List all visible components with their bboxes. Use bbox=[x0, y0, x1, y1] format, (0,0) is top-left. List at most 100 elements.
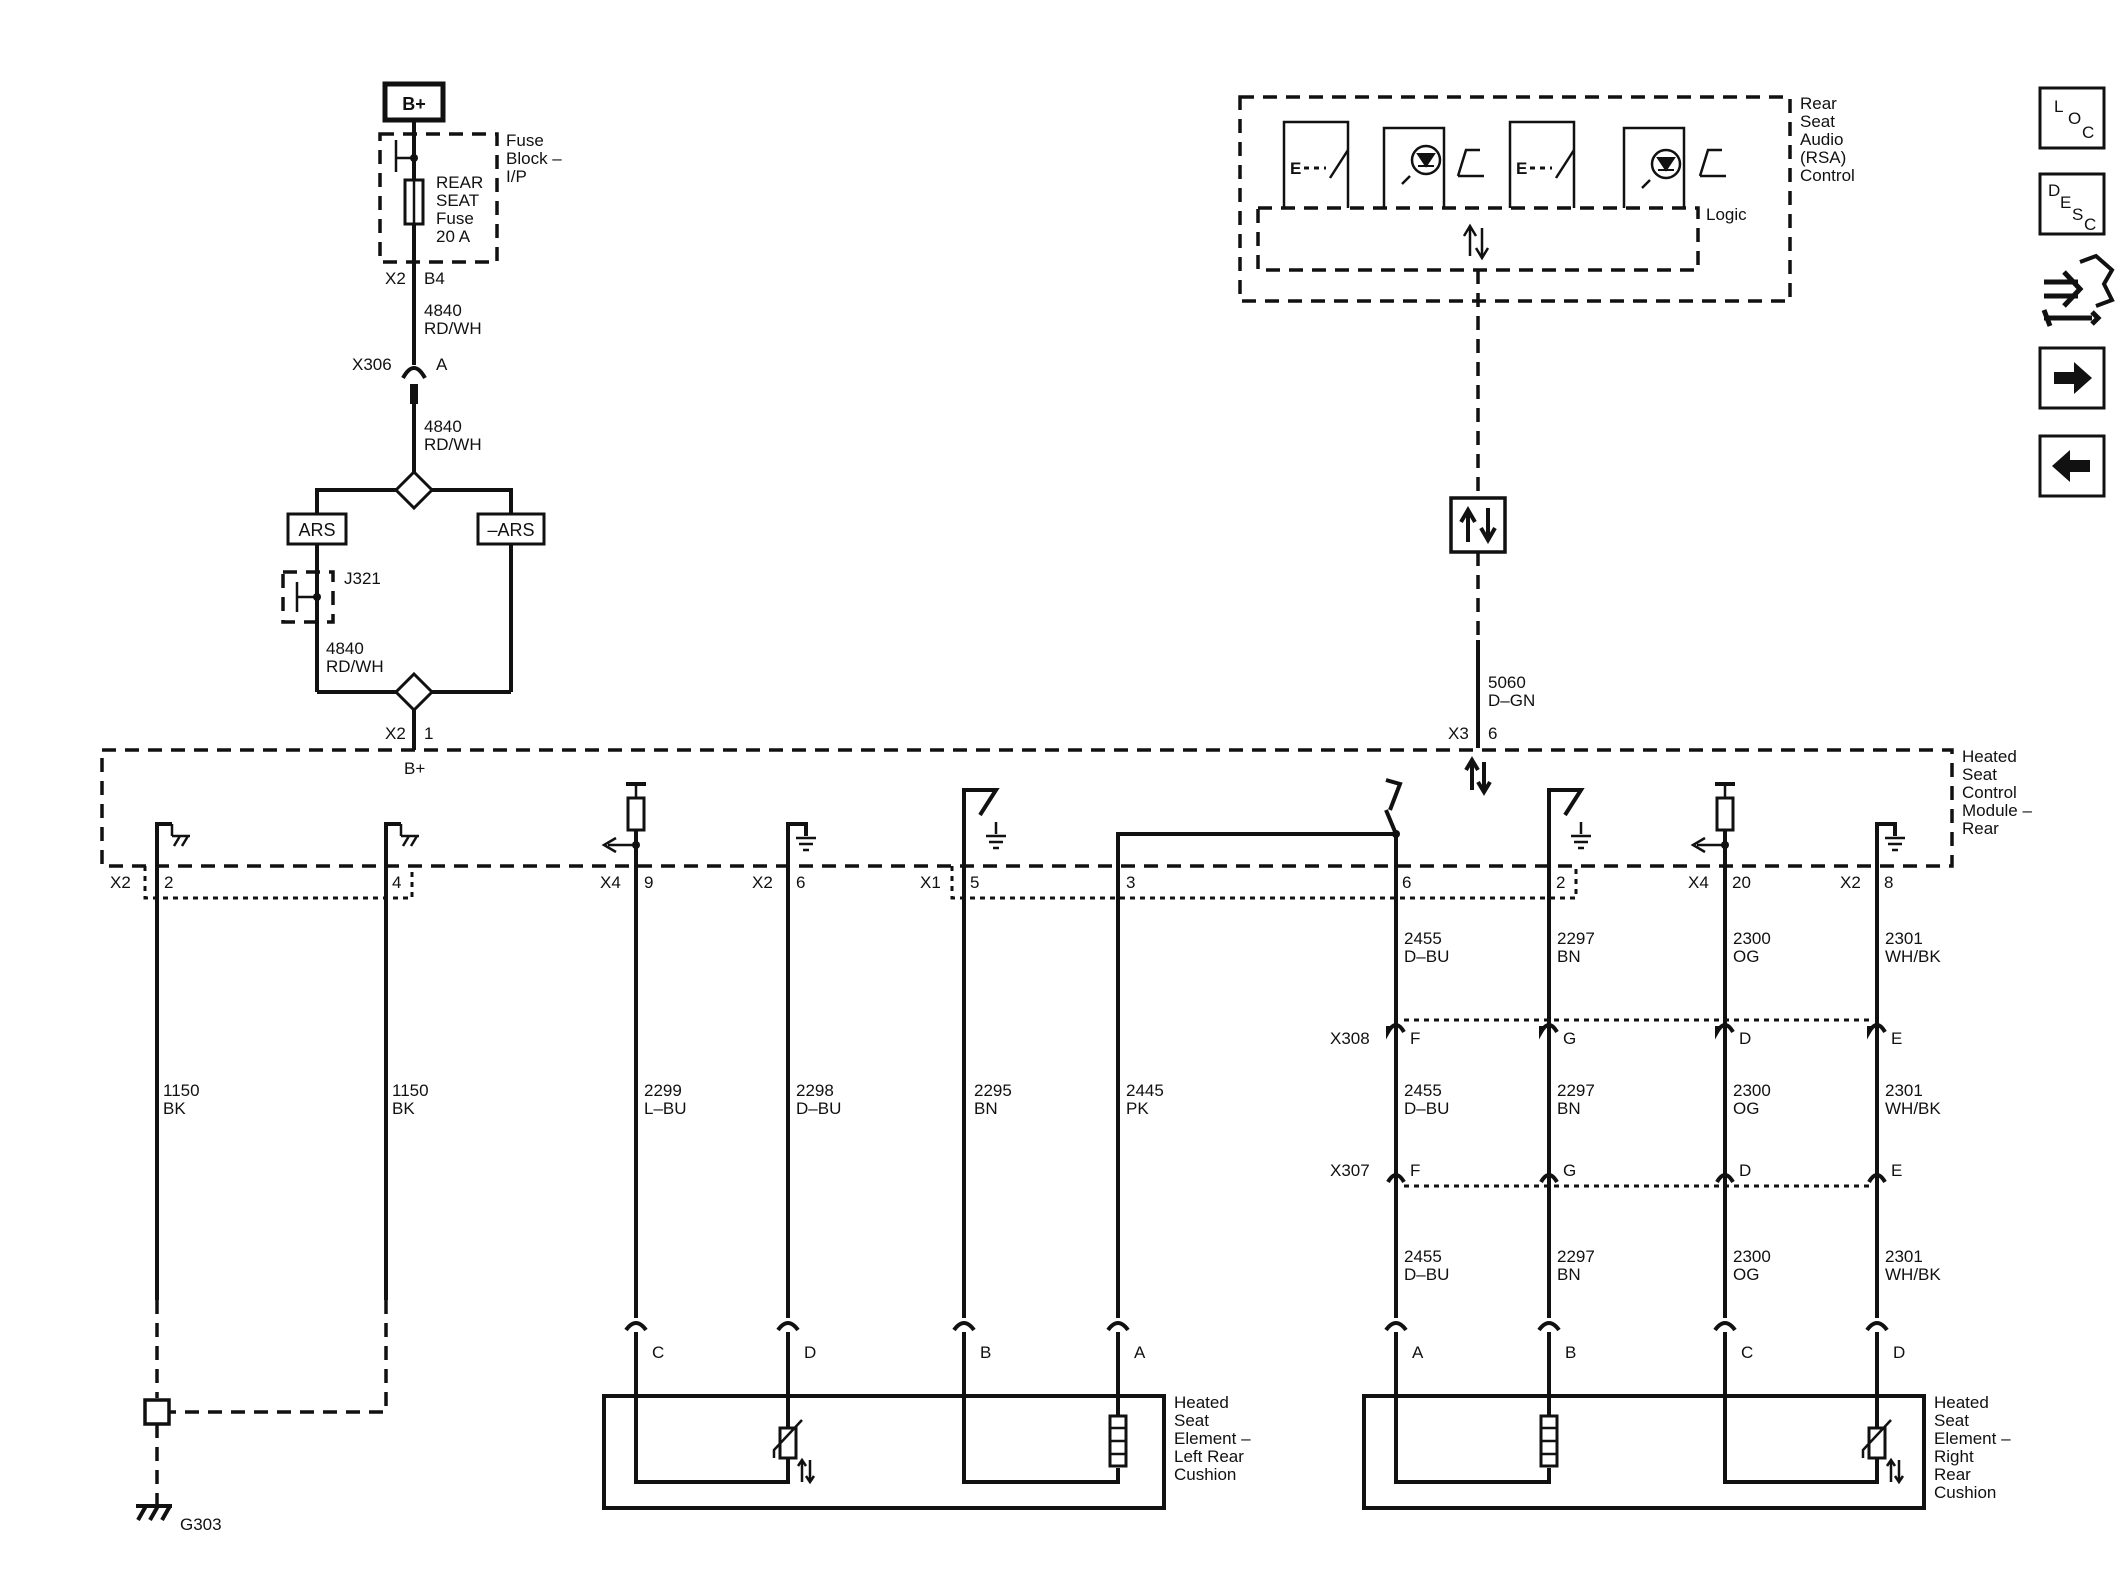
fuse-label-1: REAR bbox=[436, 173, 483, 192]
rsa-label-1: Rear bbox=[1800, 94, 1837, 113]
right-element-box bbox=[1362, 1394, 1926, 1510]
module-pin-labels: X2 2 4 X4 9 X2 6 X1 5 3 6 2 X4 20 X2 8 bbox=[110, 866, 1893, 900]
x307-pin-g: G bbox=[1563, 1161, 1576, 1180]
ground-icon-2 bbox=[986, 822, 1006, 850]
g303-label: G303 bbox=[180, 1515, 222, 1534]
fuse-block-label-2: Block – bbox=[506, 149, 562, 168]
pin-4-num: 6 bbox=[796, 873, 805, 892]
pin-3-num: 9 bbox=[644, 873, 653, 892]
right-thermistor bbox=[1867, 1426, 1887, 1460]
desc-letter-s: S bbox=[2072, 205, 2083, 224]
wire-5060-num: 5060 bbox=[1488, 673, 1526, 692]
left-thermistor bbox=[778, 1426, 798, 1460]
wire-2301-color-a: WH/BK bbox=[1885, 947, 1941, 966]
left-pin-a: A bbox=[1134, 1343, 1146, 1362]
desc-letter-c: C bbox=[2084, 215, 2096, 234]
splice-pin1-label: 1 bbox=[424, 724, 433, 743]
left-element-box bbox=[602, 1394, 1166, 1510]
module-label-3: Control bbox=[1962, 783, 2017, 802]
pin-6-num: 3 bbox=[1126, 873, 1135, 892]
module-x3-label: X3 bbox=[1448, 724, 1469, 743]
chassis-ground-icon-1 bbox=[172, 834, 190, 847]
x307-pin-e: E bbox=[1891, 1161, 1902, 1180]
wire-2300-num-a: 2300 bbox=[1733, 929, 1771, 948]
x307-pin-f: F bbox=[1410, 1161, 1420, 1180]
ars-label: ARS bbox=[298, 520, 335, 540]
wire-2295-color: BN bbox=[974, 1099, 998, 1118]
rsa-serial-data-icon bbox=[1462, 223, 1490, 261]
rsa-control-box bbox=[1238, 95, 1792, 303]
fuse-label-3: Fuse bbox=[436, 209, 474, 228]
rsa-switch-2: E bbox=[1508, 120, 1576, 208]
j321-box bbox=[281, 570, 335, 624]
j321-label: J321 bbox=[344, 569, 381, 588]
left-element-label-1: Heated bbox=[1174, 1393, 1229, 1412]
svg-text:E: E bbox=[1290, 159, 1301, 178]
desc-letter-e: E bbox=[2060, 193, 2071, 212]
wire-2297-color-c: BN bbox=[1557, 1265, 1581, 1284]
heated-seat-control-module: Heated Seat Control Module – Rear bbox=[100, 747, 2032, 868]
fuse-block-label-3: I/P bbox=[506, 167, 527, 186]
wire-4840-num-a: 4840 bbox=[424, 301, 462, 320]
pin-10-num: 8 bbox=[1884, 873, 1893, 892]
desc-icon[interactable]: D E S C bbox=[2038, 172, 2106, 236]
wire-2301-num-c: 2301 bbox=[1885, 1247, 1923, 1266]
chassis-ground-icon-2 bbox=[401, 834, 419, 847]
wire-2455-num-c: 2455 bbox=[1404, 1247, 1442, 1266]
wire-2300-color-b: OG bbox=[1733, 1099, 1759, 1118]
wire-2455-color-b: D–BU bbox=[1404, 1099, 1449, 1118]
serial-data-symbol bbox=[1449, 496, 1507, 554]
wire-2298-color: D–BU bbox=[796, 1099, 841, 1118]
wire-2297-color-b: BN bbox=[1557, 1099, 1581, 1118]
x306-pin: A bbox=[436, 355, 448, 374]
right-element-label-6: Cushion bbox=[1934, 1483, 1996, 1502]
module-label-2: Seat bbox=[1962, 765, 1997, 784]
rsa-label-5: Control bbox=[1800, 166, 1855, 185]
wire-2297-num-a: 2297 bbox=[1557, 929, 1595, 948]
signal-arrow-2 bbox=[1690, 836, 1725, 854]
x308-pin-g: G bbox=[1563, 1029, 1576, 1048]
g303-ground-icon bbox=[136, 1504, 172, 1521]
wire-2299-num: 2299 bbox=[644, 1081, 682, 1100]
loc-letter-o: O bbox=[2068, 109, 2081, 128]
left-element-label-2: Seat bbox=[1174, 1411, 1209, 1430]
module-x3-pin: 6 bbox=[1488, 724, 1497, 743]
right-element-label-4: Right bbox=[1934, 1447, 1974, 1466]
fuse-block-pin: B4 bbox=[424, 269, 445, 288]
not-ars-box bbox=[476, 512, 546, 546]
wire-2455-color-a: D–BU bbox=[1404, 947, 1449, 966]
right-pin-d: D bbox=[1893, 1343, 1905, 1362]
bplus-label: B+ bbox=[402, 94, 426, 114]
wire-4840-color-b: RD/WH bbox=[424, 435, 482, 454]
desc-letter-d: D bbox=[2048, 181, 2060, 200]
module-label-1: Heated bbox=[1962, 747, 2017, 766]
pin-5-conn: X1 bbox=[920, 873, 941, 892]
pin-8-num: 2 bbox=[1556, 873, 1565, 892]
x308-pin-f: F bbox=[1410, 1029, 1420, 1048]
pin-5-num: 5 bbox=[970, 873, 979, 892]
splice-x2-label: X2 bbox=[385, 724, 406, 743]
arrow-left-icon[interactable] bbox=[2038, 434, 2106, 498]
loc-icon[interactable]: L O C bbox=[2038, 86, 2106, 150]
wire-2455-num-a: 2455 bbox=[1404, 929, 1442, 948]
fuse-block-connector: X2 bbox=[385, 269, 406, 288]
wire-2297-num-c: 2297 bbox=[1557, 1247, 1595, 1266]
wire-2301-num-a: 2301 bbox=[1885, 929, 1923, 948]
arrow-right-icon[interactable] bbox=[2038, 346, 2106, 410]
pullup-resistor-2 bbox=[1715, 796, 1735, 832]
pin-1-num: 2 bbox=[164, 873, 173, 892]
pin-2-num: 4 bbox=[392, 873, 401, 892]
wire-4840-num-b: 4840 bbox=[424, 417, 462, 436]
svg-text:E: E bbox=[1516, 159, 1527, 178]
rsa-control-section: Rear Seat Audio (RSA) Control E E bbox=[1238, 94, 1855, 796]
ground-icon-4 bbox=[1885, 836, 1905, 852]
wire-2300-color-c: OG bbox=[1733, 1265, 1759, 1284]
left-wiring: 1150 BK 1150 BK G303 2299 L–BU 2298 D–BU… bbox=[136, 866, 1164, 1534]
connector-list-icon[interactable] bbox=[2041, 253, 2115, 327]
pin-1-conn: X2 bbox=[110, 873, 131, 892]
wire-2299-color: L–BU bbox=[644, 1099, 687, 1118]
x306-connector-symbol bbox=[401, 366, 427, 380]
left-element-label-4: Left Rear bbox=[1174, 1447, 1244, 1466]
wire-2301-num-b: 2301 bbox=[1885, 1081, 1923, 1100]
